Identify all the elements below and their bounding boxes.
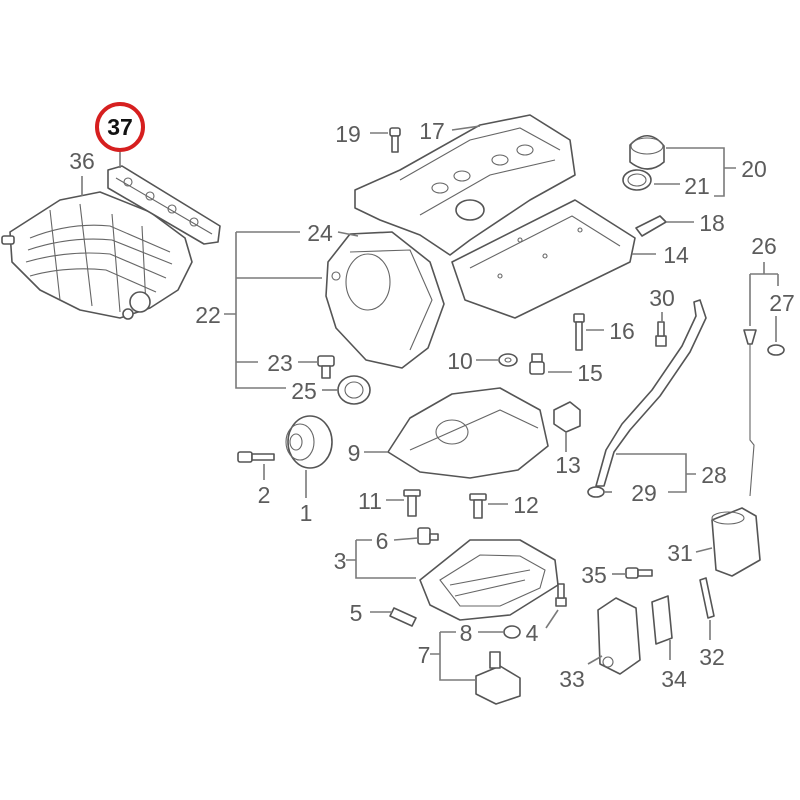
part-7-level-sensor[interactable] (475, 651, 521, 705)
part-15-plug[interactable] (529, 353, 545, 375)
callout-28[interactable]: 28 (701, 462, 727, 488)
part-13-housing[interactable] (553, 401, 581, 433)
part-30-sensor[interactable] (655, 321, 667, 347)
part-11-bolt[interactable] (403, 489, 421, 517)
part-28-dipstick-tube[interactable] (595, 299, 707, 487)
callout-19[interactable]: 19 (335, 121, 361, 147)
callout-6[interactable]: 6 (376, 528, 389, 554)
callout-34[interactable]: 34 (661, 666, 687, 692)
leader-lines (81, 125, 779, 681)
callout-18[interactable]: 18 (699, 210, 725, 236)
callout-4[interactable]: 4 (526, 620, 539, 646)
part-17-valve-cover[interactable] (354, 114, 576, 256)
callout-33[interactable]: 33 (559, 666, 585, 692)
callout-5[interactable]: 5 (350, 600, 363, 626)
part-20-filler-cap[interactable] (629, 134, 665, 170)
part-35-bolt[interactable] (625, 567, 653, 579)
part-37-intake-gasket[interactable] (107, 165, 221, 245)
callout-25[interactable]: 25 (291, 378, 317, 404)
part-10-washer[interactable] (498, 353, 518, 367)
part-27-o-ring[interactable] (767, 344, 785, 356)
part-24-timing-cover[interactable] (325, 231, 445, 369)
callout-27[interactable]: 27 (769, 290, 795, 316)
callout-37[interactable]: 37 (107, 114, 133, 140)
part-2-bolt[interactable] (237, 451, 275, 463)
part-36-intake-manifold[interactable] (1, 191, 193, 320)
callout-13[interactable]: 13 (555, 452, 581, 478)
part-25-shaft-seal[interactable] (337, 375, 371, 405)
part-9-lower-case[interactable] (387, 387, 549, 479)
part-8-seal[interactable] (503, 625, 521, 639)
callout-36[interactable]: 36 (69, 148, 95, 174)
callout-29[interactable]: 29 (631, 480, 657, 506)
callout-22[interactable]: 22 (195, 302, 221, 328)
part-12-bolt[interactable] (469, 493, 487, 519)
part-31-oil-filter[interactable] (711, 507, 761, 577)
callout-23[interactable]: 23 (267, 350, 293, 376)
callout-15[interactable]: 15 (577, 360, 603, 386)
part-6-sensor[interactable] (417, 527, 439, 545)
part-18-bracket[interactable] (635, 215, 667, 237)
part-23-bolt[interactable] (317, 355, 335, 379)
callout-8[interactable]: 8 (460, 620, 473, 646)
part-21-seal[interactable] (622, 169, 652, 191)
callout-7[interactable]: 7 (418, 642, 431, 668)
callout-30[interactable]: 30 (649, 285, 675, 311)
part-1-pulley[interactable] (285, 415, 333, 469)
callout-11[interactable]: 11 (358, 488, 382, 514)
part-19-bolt[interactable] (389, 127, 401, 153)
part-14-cover[interactable] (451, 199, 636, 319)
part-4-drain-plug[interactable] (555, 583, 567, 607)
callout-labels: 37 36 19 17 20 21 18 24 22 14 26 27 30 1… (69, 114, 795, 692)
callout-21[interactable]: 21 (684, 173, 710, 199)
part-3-oil-pan[interactable] (419, 539, 559, 621)
part-26-dipstick[interactable] (743, 329, 757, 497)
part-29-o-ring[interactable] (587, 486, 605, 498)
part-33-oil-cooler[interactable] (597, 597, 641, 675)
callout-3[interactable]: 3 (334, 548, 347, 574)
callout-16[interactable]: 16 (609, 318, 635, 344)
part-16-bolt[interactable] (573, 313, 585, 351)
callout-12[interactable]: 12 (513, 492, 539, 518)
callout-32[interactable]: 32 (699, 644, 725, 670)
callout-14[interactable]: 14 (663, 242, 689, 268)
callout-1[interactable]: 1 (300, 500, 313, 526)
part-32-pin[interactable] (699, 577, 715, 619)
part-5-screw[interactable] (389, 607, 417, 627)
callout-9[interactable]: 9 (348, 440, 361, 466)
callout-26[interactable]: 26 (751, 233, 777, 259)
highlight-ring (95, 102, 145, 152)
callout-20[interactable]: 20 (741, 156, 767, 182)
callout-35[interactable]: 35 (581, 562, 607, 588)
callout-24[interactable]: 24 (307, 220, 333, 246)
callout-31[interactable]: 31 (667, 540, 693, 566)
callout-2[interactable]: 2 (258, 482, 271, 508)
part-34-gasket[interactable] (651, 595, 673, 645)
callout-10[interactable]: 10 (447, 348, 473, 374)
callout-17[interactable]: 17 (419, 118, 445, 144)
